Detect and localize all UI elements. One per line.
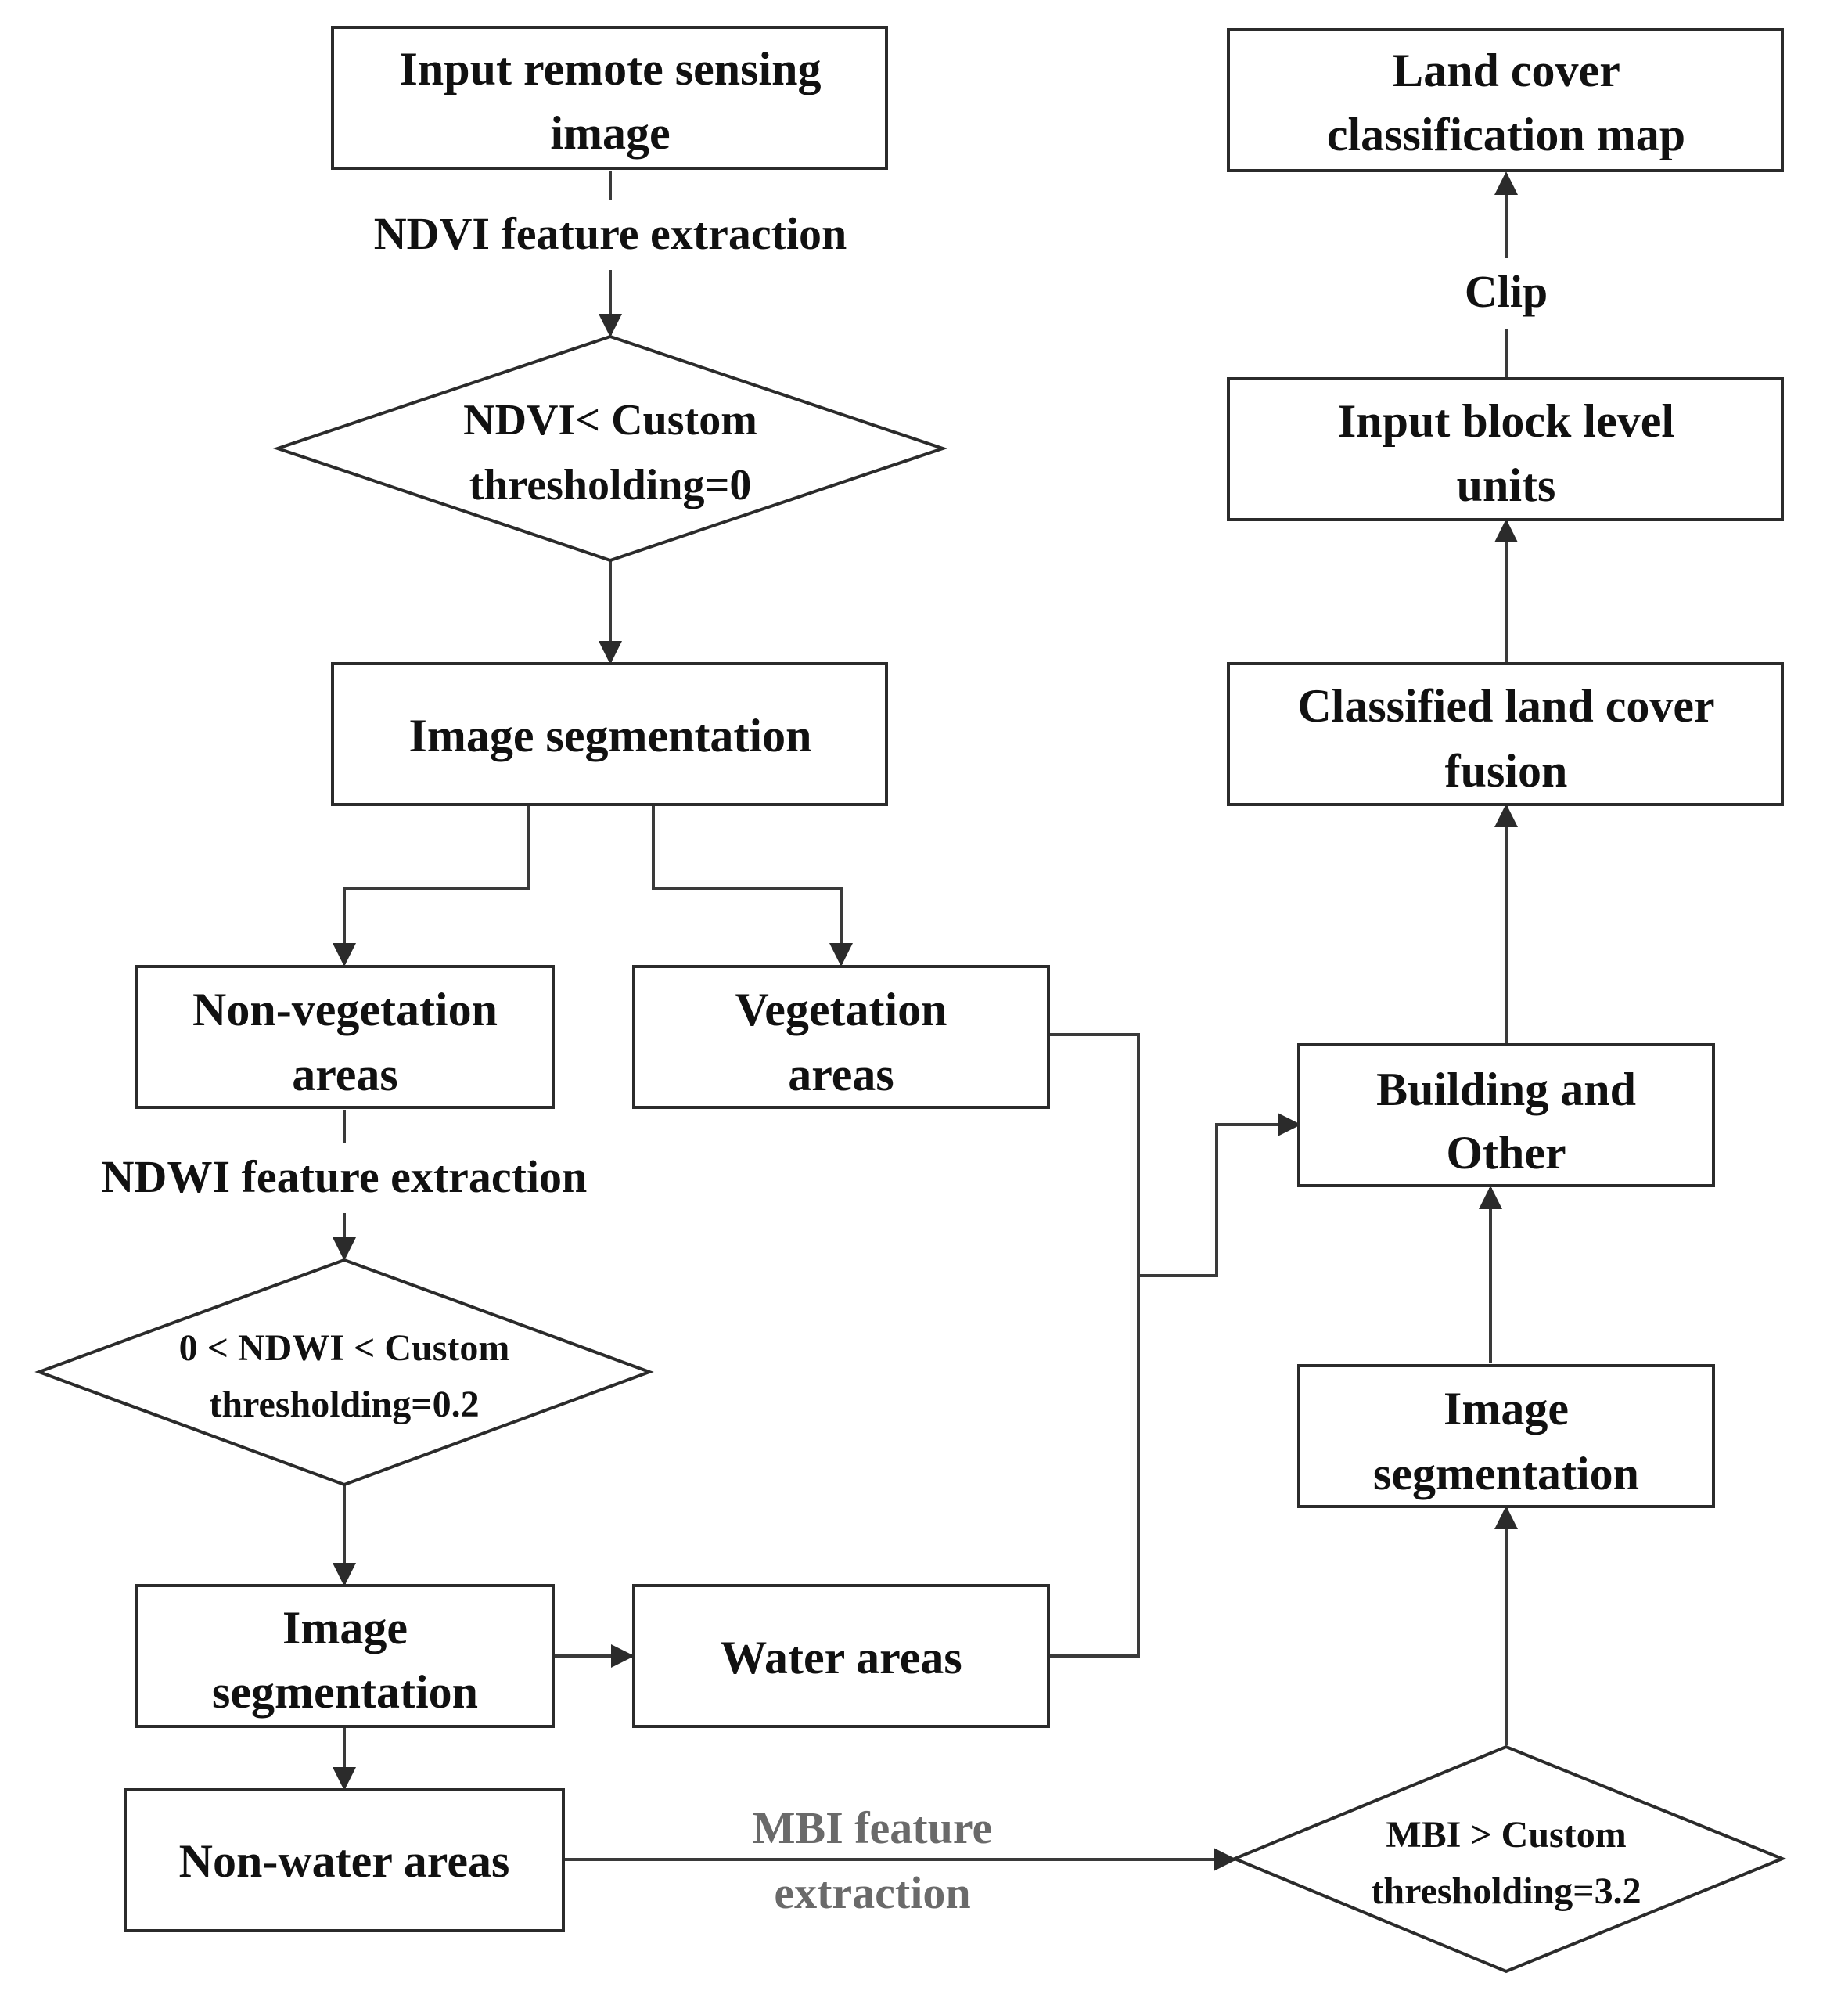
node-image-segmentation-3: Image segmentation xyxy=(1297,1364,1715,1508)
image-segmentation-2-line-2: segmentation xyxy=(212,1666,478,1718)
block-units-line-1: Input block level xyxy=(1338,395,1674,447)
node-non-water-areas: Non-water areas xyxy=(124,1788,565,1932)
node-ndvi-decision: NDVI< Custom thresholding=0 xyxy=(272,334,948,563)
building-and-other-line-2: Other xyxy=(1446,1127,1566,1179)
mbi-decision-line-1: MBI > Custom xyxy=(1386,1814,1626,1856)
node-mbi-decision: MBI > Custom thresholding=3.2 xyxy=(1230,1744,1787,1974)
node-image-segmentation-2: Image segmentation xyxy=(135,1584,555,1728)
classification-map-line-1: Land cover xyxy=(1392,45,1620,96)
vegetation-line-2: areas xyxy=(788,1049,894,1100)
ndwi-decision-line-2: thresholding=0.2 xyxy=(209,1384,479,1425)
node-ndwi-decision: 0 < NDWI < Custom thresholding=0.2 xyxy=(34,1258,654,1487)
mbi-decision-line-2: thresholding=3.2 xyxy=(1371,1870,1641,1912)
water-areas-label: Water areas xyxy=(720,1632,962,1683)
vegetation-line-1: Vegetation xyxy=(735,984,947,1035)
image-segmentation-3-line-2: segmentation xyxy=(1373,1448,1639,1499)
classification-map-line-2: classification map xyxy=(1327,109,1685,160)
node-classified-fusion: Classified land cover fusion xyxy=(1227,662,1784,806)
image-segmentation-1-label: Image segmentation xyxy=(409,710,812,761)
clip-label: Clip xyxy=(1465,266,1548,317)
node-image-segmentation-1: Image segmentation xyxy=(331,662,888,806)
node-classification-map: Land cover classification map xyxy=(1227,28,1784,172)
classified-fusion-line-1: Classified land cover xyxy=(1297,680,1714,732)
edges xyxy=(333,171,1518,1871)
ndwi-decision-line-1: 0 < NDWI < Custom xyxy=(179,1327,510,1369)
non-vegetation-line-2: areas xyxy=(292,1049,398,1100)
non-vegetation-line-1: Non-vegetation xyxy=(192,984,498,1035)
edge-vegetation-to-merge xyxy=(1048,1033,1140,1658)
node-block-units: Input block level units xyxy=(1227,377,1784,521)
input-image-line-2: image xyxy=(550,107,670,159)
ndvi-decision-line-1: NDVI< Custom xyxy=(463,396,757,445)
image-segmentation-2-line-1: Image xyxy=(282,1602,408,1654)
node-non-vegetation: Non-vegetation areas xyxy=(135,965,555,1109)
node-vegetation: Vegetation areas xyxy=(632,965,1050,1109)
input-image-line-1: Input remote sensing xyxy=(400,43,822,95)
non-water-areas-label: Non-water areas xyxy=(179,1835,510,1887)
ndwi-feature-extraction-label: NDWI feature extraction xyxy=(102,1151,588,1202)
node-input-image: Input remote sensing image xyxy=(331,26,888,170)
edge-segmentation-to-vegetation xyxy=(652,806,853,967)
block-units-line-2: units xyxy=(1457,459,1556,511)
edge-segmentation-to-non-vegetation xyxy=(333,806,530,967)
classified-fusion-line-2: fusion xyxy=(1445,745,1568,797)
ndvi-feature-extraction-label: NDVI feature extraction xyxy=(374,208,847,259)
edge-merge-to-building xyxy=(1138,1113,1301,1277)
image-segmentation-3-line-1: Image xyxy=(1444,1383,1569,1435)
node-water-areas: Water areas xyxy=(632,1584,1050,1728)
node-building-and-other: Building and Other xyxy=(1297,1043,1715,1187)
building-and-other-line-1: Building and xyxy=(1376,1064,1636,1115)
mbi-feature-extraction-line-2: extraction xyxy=(774,1867,970,1918)
ndvi-decision-line-2: thresholding=0 xyxy=(469,461,752,509)
mbi-feature-extraction-line-1: MBI feature xyxy=(753,1802,993,1853)
